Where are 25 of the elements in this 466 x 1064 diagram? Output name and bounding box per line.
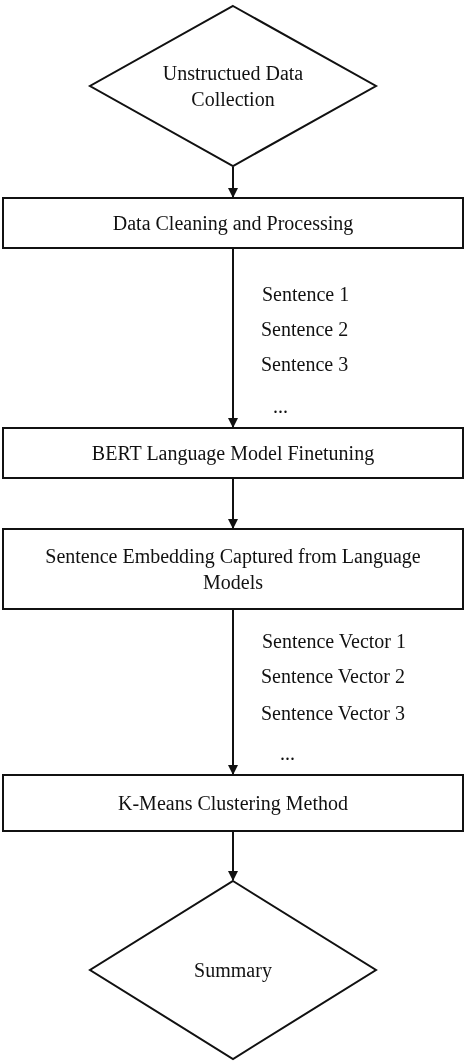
node-label: BERT Language Model Finetuning xyxy=(91,441,375,466)
arrow xyxy=(228,248,238,428)
node-label: Sentence Embedding Captured from Language Models xyxy=(44,544,422,595)
data-label: Sentence Vector 3 xyxy=(261,702,406,725)
decision-diamond xyxy=(89,5,377,167)
data-label: Sentence Vector 2 xyxy=(261,665,406,688)
node-label: Data Cleaning and Processing xyxy=(112,211,354,236)
process-box xyxy=(2,197,464,249)
process-box xyxy=(2,427,464,479)
process-box xyxy=(2,774,464,832)
data-label: Sentence 3 xyxy=(261,353,349,376)
data-label: ... xyxy=(280,742,295,765)
arrow xyxy=(228,609,238,775)
data-label: Sentence Vector 1 xyxy=(262,630,407,653)
arrow xyxy=(228,478,238,529)
data-label: ... xyxy=(273,395,288,418)
node-label: K-Means Clustering Method xyxy=(118,791,348,816)
arrow xyxy=(228,166,238,198)
node-label: Unstructued Data Collection xyxy=(161,61,305,112)
process-box xyxy=(2,528,464,610)
node-label: Summary xyxy=(194,958,272,983)
data-label: Sentence 1 xyxy=(262,283,350,306)
arrow xyxy=(228,831,238,881)
data-label: Sentence 2 xyxy=(261,318,349,341)
decision-diamond xyxy=(89,880,377,1060)
